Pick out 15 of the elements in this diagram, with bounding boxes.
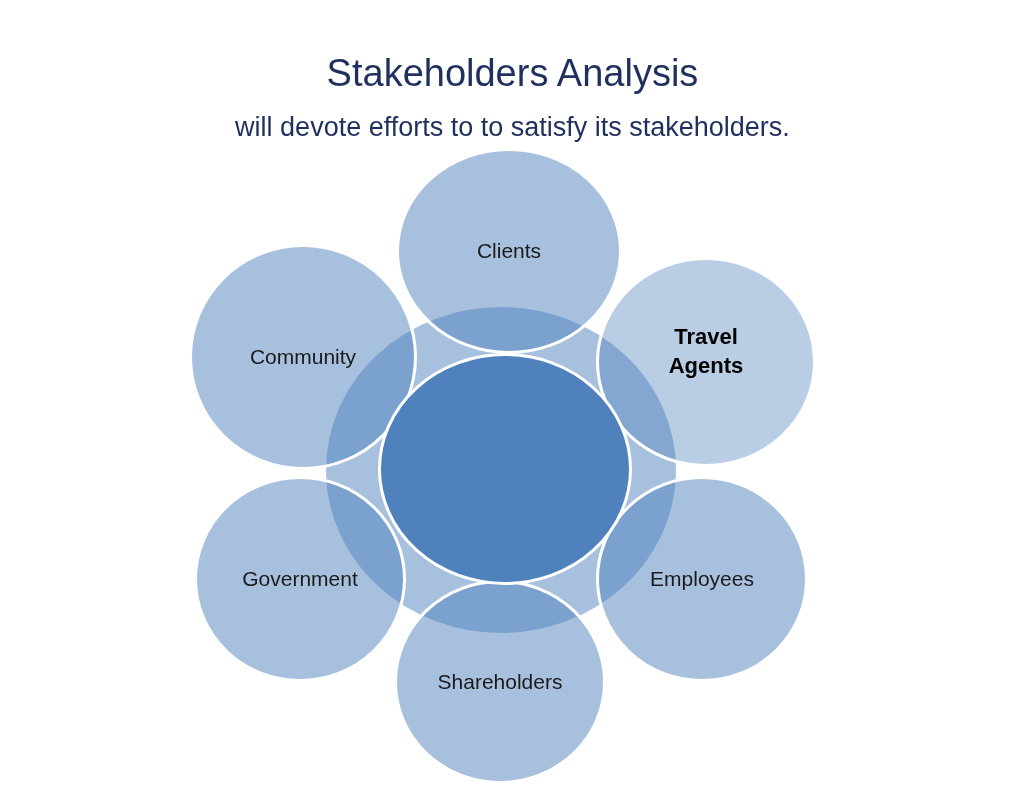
circle-label: Clients [476,238,542,265]
center-circle [378,353,632,585]
stakeholder-circle [396,148,622,354]
circle-label: Travel Agents [667,323,745,380]
diagram-title: Stakeholders Analysis [326,52,699,95]
stakeholder-circle [194,476,406,682]
stakeholder-circle [394,580,606,784]
circle-label: Government [242,566,358,593]
stakeholder-circle [596,257,816,467]
circle-label: Shareholders [437,669,563,696]
circle-label: Employees [650,566,754,593]
stakeholder-circle [596,476,808,682]
stakeholder-circle [189,244,417,470]
circle-label: Community [249,344,357,371]
subtitle-text: will devote efforts to to satisfy its stakeholders. [235,112,790,143]
